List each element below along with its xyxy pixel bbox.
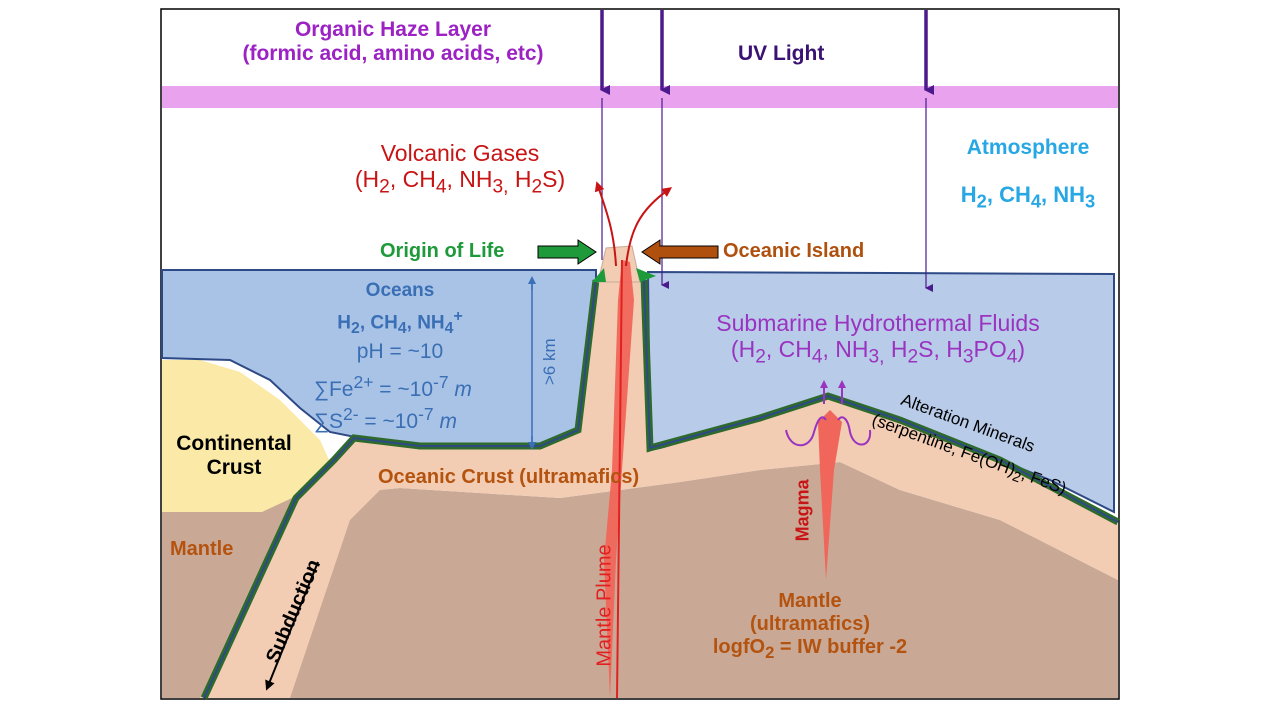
oceans-ph: pH = ~10	[356, 340, 444, 363]
hydrothermal-formula: (H2, CH4, NH3, H2S, H3PO4)	[730, 336, 1026, 369]
origin-of-life-label: Origin of Life	[380, 240, 505, 262]
oceanic-crust-label: Oceanic Crust (ultramafics)	[378, 466, 640, 488]
oceans-title: Oceans	[365, 280, 435, 301]
hydro-loop-left	[785, 416, 827, 447]
haze-layer-band	[162, 86, 1118, 108]
continental-crust-label: Continental Crust	[176, 432, 292, 480]
oceans-s: ∑S2- = ~10-7 m	[314, 404, 458, 433]
haze-title: Organic Haze Layer	[294, 18, 492, 41]
magma-shape	[818, 410, 842, 580]
hydrothermal-title: Submarine Hydrothermal Fluids	[716, 310, 1040, 336]
hydrothermal-label: Submarine Hydrothermal Fluids (H2, CH4, …	[668, 310, 1088, 369]
island-green-right	[636, 268, 656, 282]
atmosphere-title: Atmosphere	[966, 136, 1090, 159]
mantle-plume-label: Mantle Plume	[593, 544, 616, 667]
volcanic-label: Volcanic Gases (H2, CH4, NH3, H2S)	[320, 140, 600, 199]
crust-edge-right-outline	[643, 279, 1119, 523]
uv-label: UV Light	[738, 42, 825, 65]
origin-arrow	[537, 239, 597, 265]
island-green-left	[592, 268, 606, 282]
gas-arrow-right	[625, 187, 673, 267]
haze-subtitle: (formic acid, amino acids, etc)	[242, 42, 544, 66]
mantle-bottom-label: Mantle (ultramafics) logfO2 = IW buffer …	[680, 590, 940, 662]
island-arrow	[641, 239, 719, 265]
mantle-plume-line	[616, 259, 623, 699]
crust-edge-left-outline	[203, 279, 597, 699]
subduction-arrow	[265, 561, 319, 691]
volcanic-title: Volcanic Gases	[380, 140, 540, 166]
atmosphere-formula: H2, CH4, NH3	[960, 182, 1096, 212]
oceanic-crust-band	[200, 278, 1118, 698]
depth-label: >6 km	[540, 338, 560, 386]
magma-label: Magma	[792, 479, 813, 542]
mantle-region	[162, 462, 1118, 698]
hydro-loop-right	[837, 416, 872, 446]
mantle-bottom-logfo2: logfO2 = IW buffer -2	[712, 636, 908, 662]
continental-crust-region	[162, 360, 330, 512]
mantle-bottom-subtitle: (ultramafics)	[749, 613, 871, 635]
mantle-bottom-title: Mantle	[778, 590, 842, 612]
mantle-left-label: Mantle	[170, 538, 234, 560]
oceans-formula: H2, CH4, NH4+	[337, 308, 463, 338]
gas-arrow-left	[594, 181, 617, 267]
volcanic-formula: (H2, CH4, NH3, H2S)	[354, 166, 566, 199]
oceans-fe: ∑Fe2+ = ~10-7 m	[314, 372, 472, 401]
haze-label: Organic Haze Layer (formic acid, amino a…	[218, 18, 568, 66]
oceanic-island-label: Oceanic Island	[723, 240, 865, 262]
